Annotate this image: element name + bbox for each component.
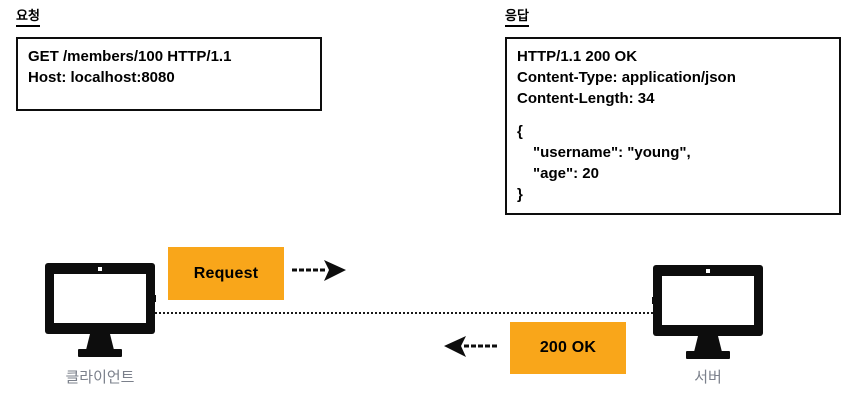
arrow-left-icon <box>442 334 500 365</box>
response-line-status-line: HTTP/1.1 200 OK <box>517 48 638 65</box>
request-line-start-line: GET /members/100 HTTP/1.1 <box>28 48 232 65</box>
arrow-right-icon <box>290 258 348 289</box>
response-line-content-type: Content-Type: application/json <box>517 69 736 86</box>
response-message-box: HTTP/1.1 200 OK Content-Type: applicatio… <box>505 37 841 215</box>
client-server-connection-line <box>148 312 664 314</box>
response-flow-chip: 200 OK <box>510 322 626 374</box>
client-monitor-icon <box>44 262 160 365</box>
response-line-body-age: "age": 20 <box>533 165 599 182</box>
request-line-host-header: Host: localhost:8080 <box>28 69 175 86</box>
response-line-body-open-brace: { <box>517 123 523 140</box>
server-monitor-icon <box>648 264 764 367</box>
request-section-title: 요청 <box>16 8 40 27</box>
response-line-content-length: Content-Length: 34 <box>517 90 655 107</box>
server-node-label: 서버 <box>694 369 722 386</box>
response-line-body-close-brace: } <box>517 186 523 203</box>
response-section-title: 응답 <box>505 8 529 27</box>
response-line-body-username: "username": "young", <box>533 144 691 161</box>
client-node-label: 클라이언트 <box>65 369 135 386</box>
response-line-blank <box>517 109 830 121</box>
request-flow-chip: Request <box>168 247 284 300</box>
request-message-box: GET /members/100 HTTP/1.1 Host: localhos… <box>16 37 322 111</box>
